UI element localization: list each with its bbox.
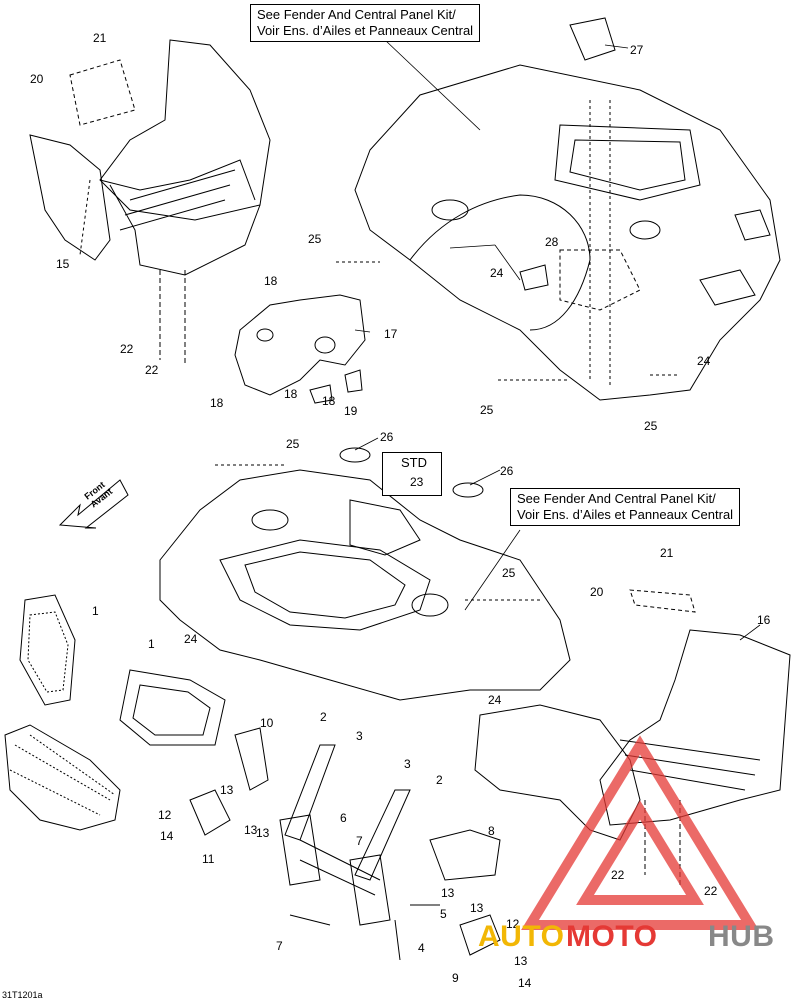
part-number: 26 — [500, 464, 514, 478]
part-number: 14 — [518, 976, 532, 990]
callout-line: Voir Ens. d’Ailes et Panneaux Central — [517, 507, 734, 522]
leader-lines — [354, 39, 761, 641]
part-number: 22 — [611, 868, 625, 882]
part-number: 28 — [545, 235, 559, 249]
part-number: 2 — [436, 773, 443, 787]
part-number: 4 — [418, 941, 425, 955]
part-number: 8 — [488, 824, 495, 838]
callout-line: See Fender And Central Panel Kit/ — [517, 491, 716, 506]
part-number: 21 — [93, 31, 107, 45]
part-number: 22 — [145, 363, 159, 377]
part-number: 24 — [490, 266, 504, 280]
part-number: 25 — [480, 403, 494, 417]
fender-kit-callout-top: See Fender And Central Panel Kit/ Voir E… — [250, 4, 481, 42]
part-number: 25 — [308, 232, 322, 246]
part-number: 1 — [92, 604, 99, 618]
part-number: 24 — [184, 632, 198, 646]
callout-line: Voir Ens. d’Ailes et Panneaux Central — [257, 23, 474, 38]
part-number: 17 — [384, 327, 398, 341]
part-number: 24 — [488, 693, 502, 707]
part-number: 5 — [440, 907, 447, 921]
callout-line: See Fender And Central Panel Kit/ — [257, 7, 456, 22]
bracket-17-drawing — [234, 294, 366, 404]
left-footrest-drawing — [29, 39, 271, 365]
part-number: 27 — [630, 43, 644, 57]
part-number: 18 — [284, 387, 298, 401]
part-number: 1 — [148, 637, 155, 651]
rear-fender-drawing — [336, 17, 781, 401]
part-number: 12 — [158, 808, 172, 822]
part-number: 26 — [380, 430, 394, 444]
part-number: 16 — [757, 613, 771, 627]
part-number: 13 — [256, 826, 270, 840]
part-number: 13 — [514, 954, 528, 968]
part-number: 13 — [470, 901, 484, 915]
part-number: 7 — [276, 939, 283, 953]
part-number: 3 — [356, 729, 363, 743]
part-number: 22 — [704, 884, 718, 898]
drawing-code: 31T1201a — [2, 990, 43, 1000]
part-number: 25 — [644, 419, 658, 433]
watermark-hub: HUB — [708, 920, 775, 953]
part-number: 6 — [340, 811, 347, 825]
std-box: STD — [382, 452, 442, 496]
part-number: 13 — [220, 783, 234, 797]
part-number: 3 — [404, 757, 411, 771]
part-number: 13 — [244, 823, 258, 837]
part-number: 22 — [120, 342, 134, 356]
part-number: 18 — [264, 274, 278, 288]
front-direction-arrow — [58, 479, 129, 529]
watermark-moto: MOTO — [566, 920, 658, 953]
front-grille-drawing — [4, 594, 226, 831]
part-number: 14 — [160, 829, 174, 843]
part-number: 20 — [30, 72, 44, 86]
watermark-auto: AUTO — [478, 920, 565, 953]
part-number: 25 — [286, 437, 300, 451]
right-footrest-drawing — [474, 589, 791, 885]
part-number: 23 — [410, 475, 424, 489]
part-number: 18 — [210, 396, 224, 410]
part-number: 9 — [452, 971, 459, 985]
part-number: 10 — [260, 716, 274, 730]
part-number: 13 — [441, 886, 455, 900]
part-number: 24 — [697, 354, 711, 368]
part-number: 21 — [660, 546, 674, 560]
part-number: 11 — [202, 852, 215, 866]
fender-kit-callout-mid: See Fender And Central Panel Kit/ Voir E… — [510, 488, 741, 526]
part-number: 2 — [320, 710, 327, 724]
part-number: 25 — [502, 566, 516, 580]
part-number: 15 — [56, 257, 70, 271]
part-number: 7 — [356, 834, 363, 848]
part-number: 18 — [322, 394, 336, 408]
part-number: 12 — [506, 917, 520, 931]
std-label: STD — [401, 455, 427, 470]
part-number: 20 — [590, 585, 604, 599]
part-number: 19 — [344, 404, 358, 418]
bumper-support-drawing — [189, 727, 501, 961]
watermark-triangle — [521, 735, 759, 930]
